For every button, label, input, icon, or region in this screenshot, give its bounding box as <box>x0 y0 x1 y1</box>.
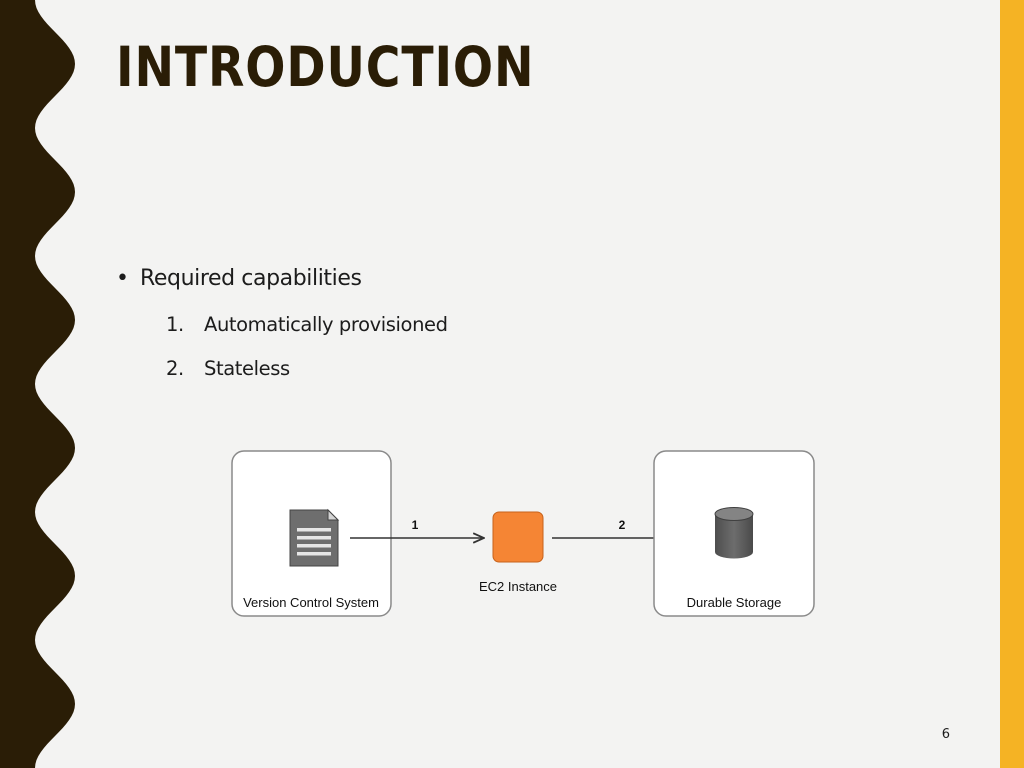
numbered-item-label: 2. <box>166 357 184 380</box>
numbered-item: 1. Automatically provisioned <box>166 313 448 336</box>
bullet-symbol: • <box>116 266 129 291</box>
bullet-text: Required capabilities <box>140 266 362 291</box>
numbered-item-text: Automatically provisioned <box>204 313 448 336</box>
accent-bar <box>1000 0 1024 768</box>
database-cylinder-icon <box>714 507 754 559</box>
page-number: 6 <box>941 727 950 742</box>
version-control-node: Version Control System <box>231 450 392 617</box>
numbered-item-label: 1. <box>166 313 184 336</box>
ec2-instance-label: EC2 Instance <box>479 579 557 594</box>
durable-storage-label: Durable Storage <box>687 595 782 610</box>
bullet-item: • Required capabilities <box>116 266 362 291</box>
edge-1: 1 <box>350 518 484 538</box>
architecture-diagram: Version Control System 1 EC2 Instance 2 … <box>231 450 815 617</box>
numbered-item-text: Stateless <box>204 357 290 380</box>
edge-2-label: 2 <box>619 518 626 532</box>
version-control-label: Version Control System <box>243 595 379 610</box>
durable-storage-node: Durable Storage <box>653 450 815 617</box>
edge-1-label: 1 <box>412 518 419 532</box>
numbered-item: 2. Stateless <box>166 357 290 380</box>
wavy-border-decoration <box>0 0 75 768</box>
wavy-border-shape <box>0 0 75 768</box>
slide-title: INTRODUCTION <box>116 35 535 99</box>
ec2-node: EC2 Instance <box>479 511 557 594</box>
ec2-instance-icon <box>492 511 544 563</box>
document-icon <box>289 508 340 567</box>
